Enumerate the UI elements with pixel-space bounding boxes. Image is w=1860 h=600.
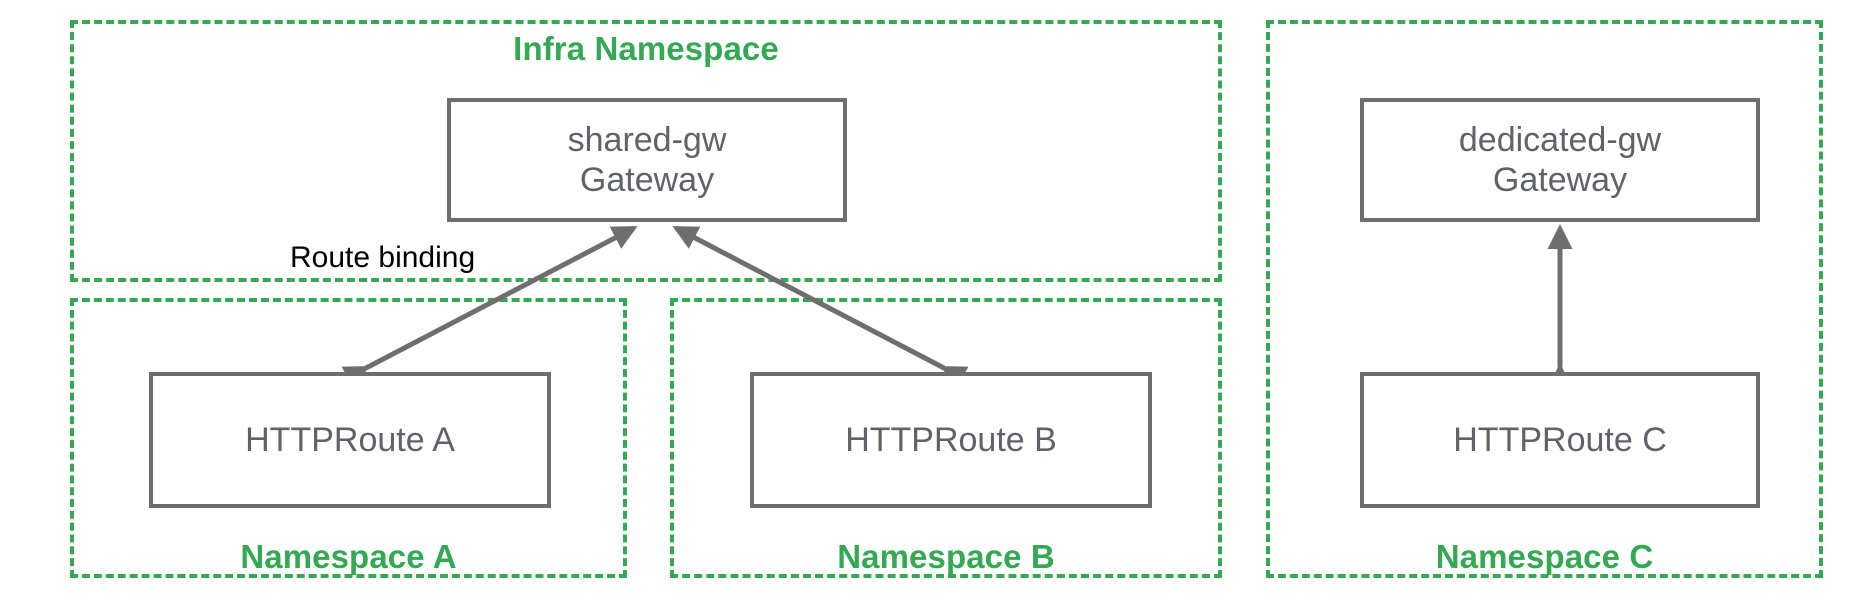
namespace-label-b: Namespace B xyxy=(837,538,1055,575)
resource-name-dedicated-gw: dedicated-gw xyxy=(1458,120,1662,159)
resource-box-shared-gw[interactable]: shared-gw Gateway xyxy=(447,98,847,222)
namespace-label-a: Namespace A xyxy=(240,538,457,575)
namespace-label-c: Namespace C xyxy=(1435,538,1654,575)
resource-name-httproute-a: HTTPRoute A xyxy=(245,420,455,459)
resource-kind-dedicated-gw: Gateway xyxy=(1492,161,1628,199)
resource-box-dedicated-gw[interactable]: dedicated-gw Gateway xyxy=(1360,98,1760,222)
resource-box-httproute-a[interactable]: HTTPRoute A xyxy=(149,372,551,508)
resource-name-httproute-c: HTTPRoute C xyxy=(1453,420,1667,459)
resource-name-httproute-b: HTTPRoute B xyxy=(845,420,1057,459)
edge-label-route-binding: Route binding xyxy=(290,241,476,274)
resource-box-httproute-b[interactable]: HTTPRoute B xyxy=(750,372,1152,508)
namespace-container-infra xyxy=(70,20,1222,282)
namespace-container-c xyxy=(1266,20,1823,578)
resource-box-httproute-c[interactable]: HTTPRoute C xyxy=(1360,372,1760,508)
resource-kind-shared-gw: Gateway xyxy=(579,161,715,199)
namespace-label-infra: Infra Namespace xyxy=(513,30,779,67)
resource-name-shared-gw: shared-gw xyxy=(567,120,727,159)
